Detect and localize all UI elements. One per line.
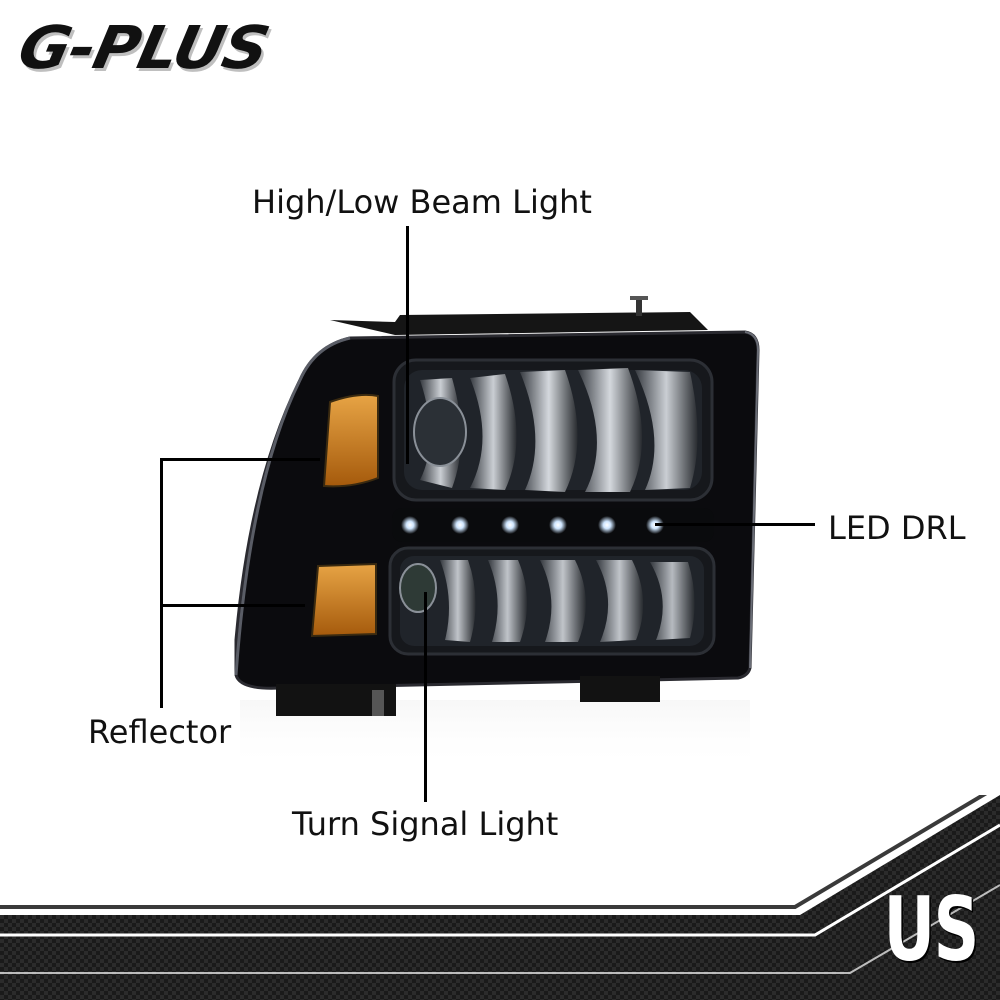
- led-drl-strip: [392, 508, 714, 542]
- callout-line-high-low-beam: [406, 226, 409, 464]
- footer-carbon-band: [0, 795, 1000, 1000]
- label-reflector: Reflector: [88, 713, 232, 751]
- callout-line-reflector-lower: [160, 604, 305, 607]
- reflector-lower: [310, 562, 377, 638]
- label-led-drl: LED DRL: [828, 509, 966, 547]
- label-high-low-beam: High/Low Beam Light: [252, 183, 592, 221]
- mounting-bracket: [330, 296, 708, 335]
- high-low-beam-lens: [392, 358, 714, 502]
- callout-line-led-drl: [655, 523, 815, 526]
- reflector-upper: [322, 393, 379, 488]
- callout-line-reflector-upper: [160, 458, 320, 461]
- label-turn-signal: Turn Signal Light: [292, 805, 559, 843]
- callout-line-turn-signal: [424, 592, 427, 802]
- callout-line-reflector-vertical: [160, 458, 163, 708]
- country-badge: US: [883, 878, 980, 981]
- turn-signal-lens: [388, 546, 716, 656]
